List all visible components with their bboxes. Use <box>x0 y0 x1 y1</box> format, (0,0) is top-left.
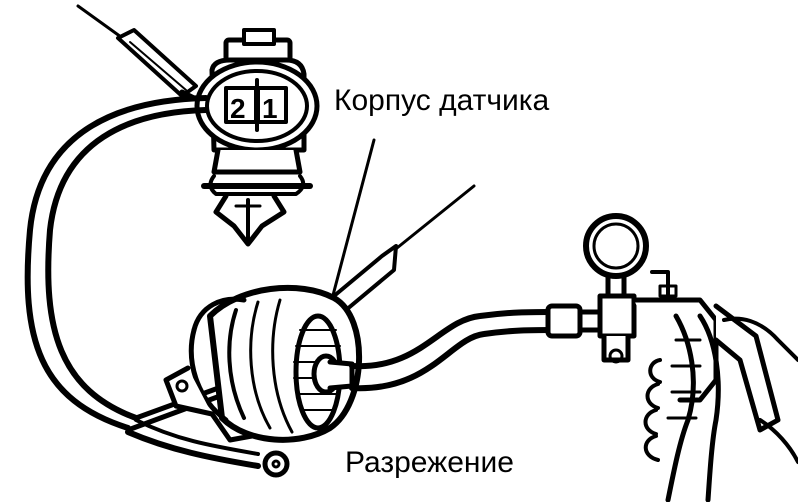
upper-probe <box>76 4 209 107</box>
connector-pins <box>224 78 288 132</box>
pin-2-label: 2 <box>230 93 246 124</box>
pin-1-label: 1 <box>262 93 278 124</box>
vacuum-hose <box>349 303 609 392</box>
sensor-housing-label: Корпус датчика <box>334 84 550 117</box>
vacuum-pump <box>583 213 798 502</box>
sensor-body <box>163 285 362 443</box>
vacuum-label: Разрежение <box>345 446 514 479</box>
connector <box>194 28 320 247</box>
